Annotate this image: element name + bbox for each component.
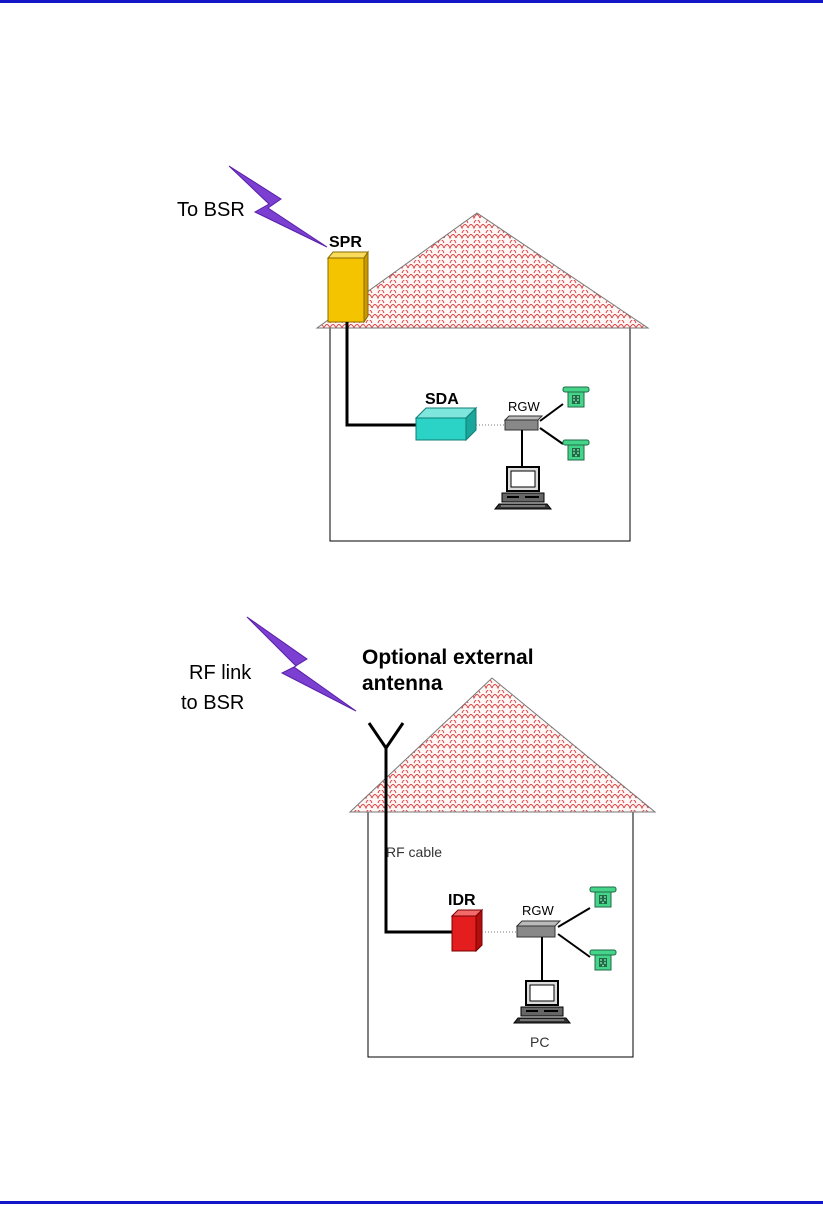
- link-label: To BSR: [177, 199, 245, 221]
- pc-label: PC: [530, 1034, 549, 1050]
- rgw-label: RGW: [508, 399, 541, 414]
- house-roof: [350, 678, 655, 812]
- sda-unit-icon: [416, 408, 476, 440]
- sda-label: SDA: [425, 391, 459, 408]
- spr-unit-icon: [328, 252, 368, 322]
- rf-cable-label: RF cable: [386, 844, 442, 860]
- antenna-label-line-1: Optional external: [362, 646, 534, 669]
- diagram-1: To BSR SPR SDA RGW: [177, 166, 648, 541]
- diagram-2: RF link to BSR Optional external antenna…: [181, 617, 655, 1057]
- spr-label: SPR: [329, 234, 362, 251]
- antenna-icon: [369, 723, 403, 748]
- link-label-line-2: to BSR: [181, 692, 244, 714]
- rgw-icon: [517, 921, 560, 937]
- idr-label: IDR: [448, 892, 476, 909]
- antenna-label-line-2: antenna: [362, 672, 443, 695]
- rgw-label: RGW: [522, 903, 555, 918]
- link-label-line-1: RF link: [189, 662, 252, 684]
- house-walls: [330, 328, 630, 541]
- rgw-icon: [505, 416, 542, 430]
- rf-link-lightning-icon: [247, 617, 356, 711]
- footer-rule: [0, 1201, 823, 1204]
- idr-unit-icon: [452, 910, 482, 951]
